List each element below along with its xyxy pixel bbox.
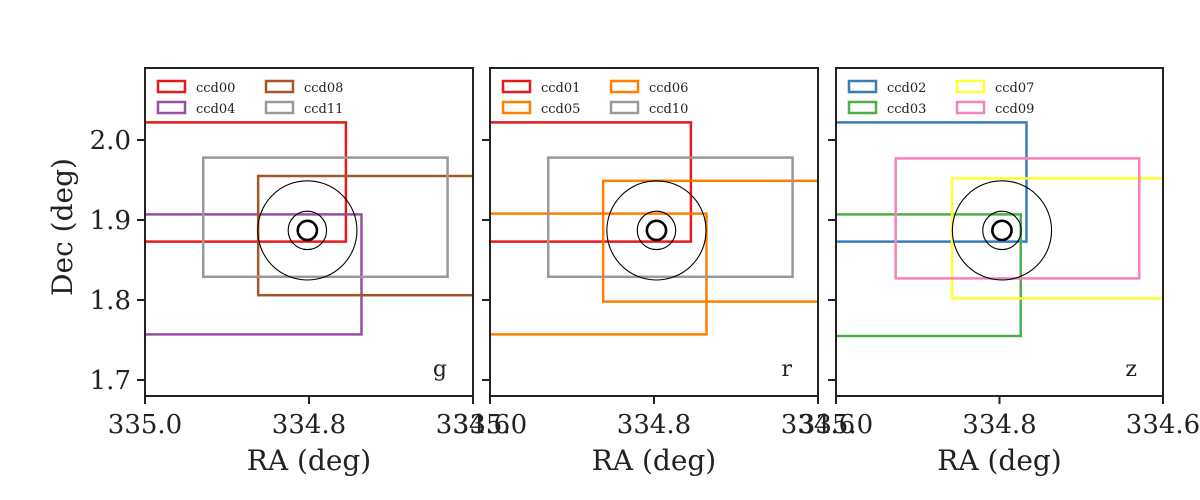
plot-area-g: [145, 121, 473, 336]
x-tick-label: 334.8: [272, 410, 346, 440]
legend-swatch-ccd03: [847, 100, 878, 115]
x-tick-label: 334.6: [436, 410, 510, 440]
target-circle-1: [287, 210, 328, 251]
target-circle-0: [257, 180, 358, 281]
legend-label-ccd04: ccd04: [196, 102, 235, 117]
y-tick-label: 1.9: [90, 206, 131, 236]
legend-swatch-ccd00: [156, 79, 187, 94]
legend-swatch-ccd02: [847, 79, 878, 94]
band-label: z: [1125, 357, 1137, 382]
plot-area-z: [836, 121, 1163, 338]
x-tick-label: 334.6: [781, 410, 855, 440]
legend-swatch-ccd07: [955, 79, 986, 94]
legend-label-ccd11: ccd11: [304, 102, 343, 117]
ccd-rect-ccd06: [601, 179, 818, 303]
x-axis-label: RA (deg): [937, 444, 1061, 477]
legend-label-ccd07: ccd07: [995, 81, 1034, 96]
legend-r: ccd01 ccd05 ccd06 ccd10: [501, 79, 688, 117]
band-label: g: [433, 357, 447, 382]
ccd-rect-ccd09: [894, 157, 1141, 280]
legend-swatch-ccd09: [955, 100, 986, 115]
x-axis-label: RA (deg): [247, 444, 371, 477]
plot-area-r: [490, 121, 818, 336]
legend-swatch-ccd08: [264, 79, 295, 94]
ccd-rect-ccd04: [145, 213, 363, 336]
ccd-rect-ccd03: [836, 213, 1023, 338]
ccd-rect-ccd00: [145, 121, 348, 243]
legend-swatch-ccd10: [609, 100, 640, 115]
x-tick-label: 335.0: [108, 410, 182, 440]
legend-label-ccd08: ccd08: [304, 81, 343, 96]
target-circle-1: [982, 210, 1022, 251]
legend-label-ccd10: ccd10: [649, 102, 688, 117]
y-tick-label: 1.8: [90, 286, 131, 316]
legend-label-ccd09: ccd09: [995, 102, 1034, 117]
y-tick-label: 2.0: [90, 126, 131, 156]
legend-label-ccd06: ccd06: [649, 81, 688, 96]
legend-label-ccd01: ccd01: [541, 81, 580, 96]
ccd-rect-ccd10: [546, 156, 794, 279]
y-tick-label: 1.7: [90, 366, 131, 396]
ccd-rect-ccd02: [836, 121, 1028, 243]
legend-label-ccd02: ccd02: [887, 81, 926, 96]
x-tick-label: 335.0: [453, 410, 527, 440]
target-circle-2: [645, 219, 668, 242]
target-circle-0: [606, 180, 707, 281]
y-axis-label: Dec (deg): [46, 158, 79, 296]
target-circle-0: [951, 180, 1053, 281]
x-axis-label: RA (deg): [592, 444, 716, 477]
x-tick-label: 334.6: [1126, 410, 1200, 440]
target-circle-1: [636, 210, 677, 251]
ccd-rect-ccd05: [490, 212, 708, 336]
legend-g: ccd00 ccd04 ccd08 ccd11: [156, 79, 343, 117]
legend-label-ccd05: ccd05: [541, 102, 580, 117]
target-circle-2: [991, 219, 1013, 242]
panel-g: 335.0 334.8 334.6 1.7 1.8 1.9 2.0 RA (deg) Dec (…: [46, 67, 510, 477]
legend-label-ccd00: ccd00: [196, 81, 235, 96]
legend-swatch-ccd04: [156, 100, 187, 115]
band-label: r: [781, 357, 792, 382]
legend-z: ccd02 ccd03 ccd07 ccd09: [847, 79, 1034, 117]
x-tick-label: 335.0: [799, 410, 873, 440]
axes-frame-z: [835, 67, 1164, 397]
legend-swatch-ccd05: [501, 100, 532, 115]
x-tick-label: 334.8: [962, 410, 1036, 440]
x-tick-label: 334.8: [617, 410, 691, 440]
ccd-rect-ccd07: [950, 177, 1163, 300]
target-circle-2: [296, 219, 319, 242]
axes-frame-r: [489, 67, 819, 397]
legend-swatch-ccd06: [609, 79, 640, 94]
axes-frame-g: [144, 67, 474, 397]
legend-swatch-ccd11: [264, 100, 295, 115]
legend-swatch-ccd01: [501, 79, 532, 94]
legend-label-ccd03: ccd03: [887, 102, 926, 117]
